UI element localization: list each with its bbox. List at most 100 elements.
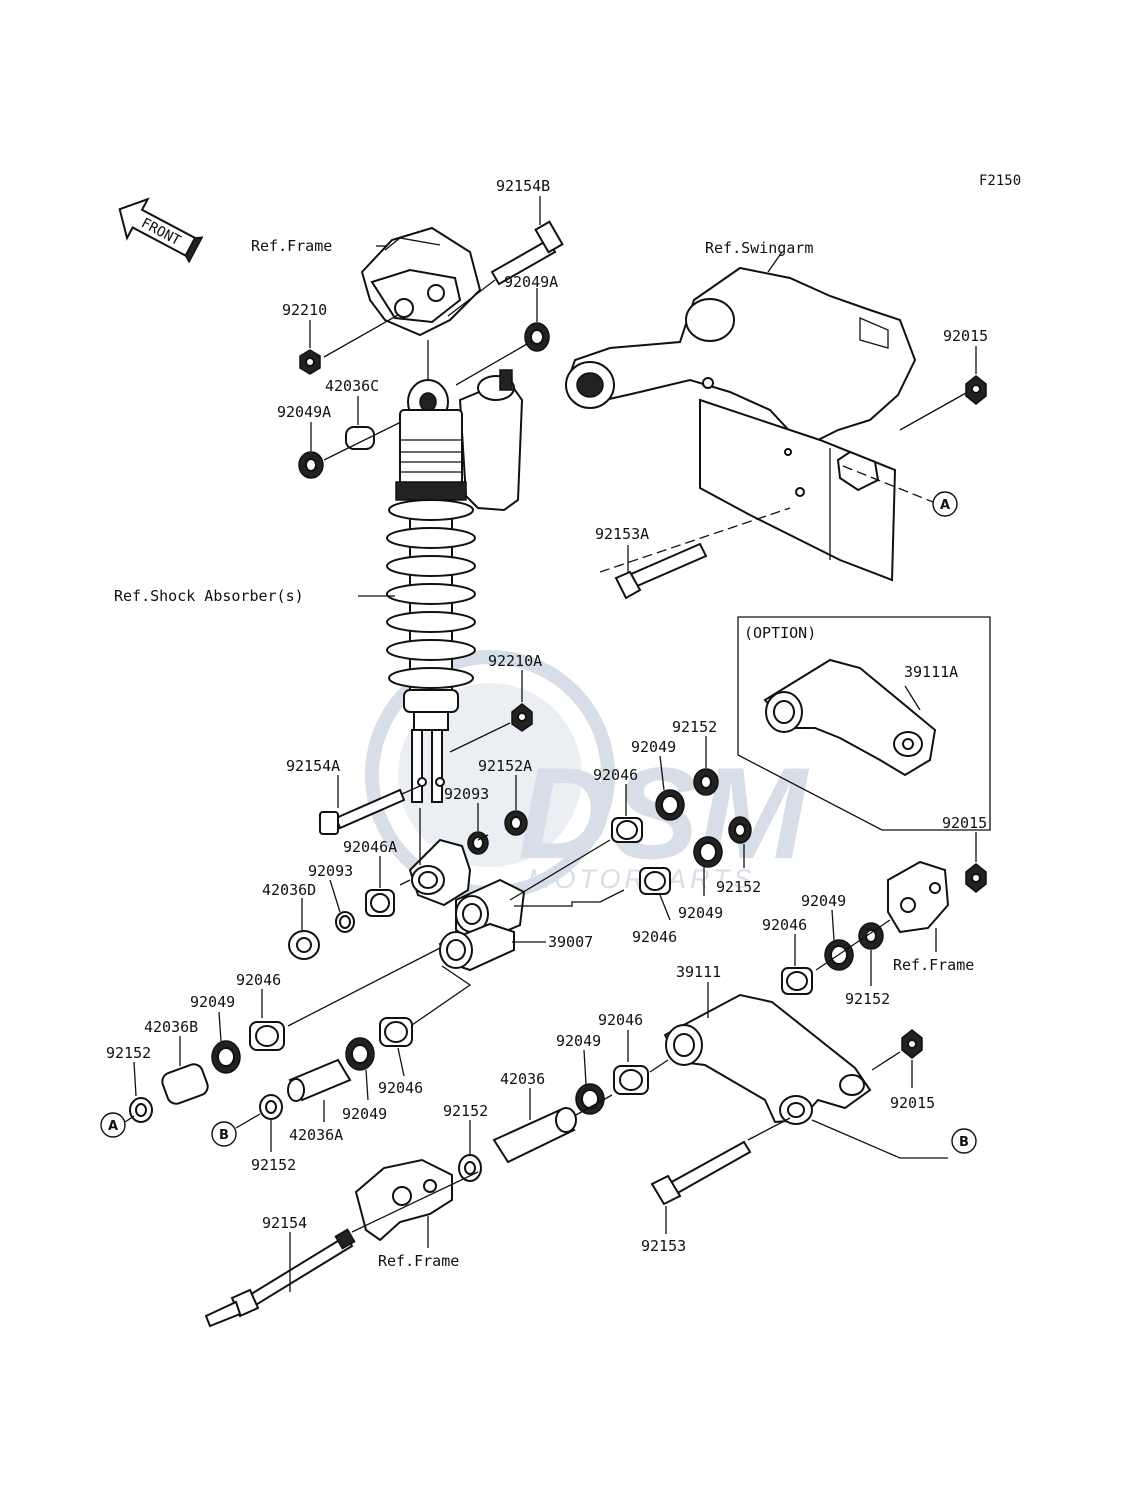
label-ref-frame-right: Ref.Frame bbox=[893, 956, 974, 974]
bearing-92046-mid bbox=[611, 817, 643, 843]
label-42036C: 42036C bbox=[325, 377, 379, 395]
bearing-92046-cb bbox=[613, 1065, 649, 1095]
label-92210A: 92210A bbox=[488, 652, 542, 670]
washer-92049A-left bbox=[298, 451, 324, 479]
sleeve-42036B bbox=[161, 1063, 209, 1105]
svg-text:A: A bbox=[108, 1119, 118, 1134]
label-92049-r: 92049 bbox=[801, 892, 846, 910]
bolt-92154B bbox=[490, 220, 564, 286]
washer-92152-mid bbox=[693, 768, 719, 796]
label-ref-shock-absorber: Ref.Shock Absorber(s) bbox=[114, 587, 304, 605]
label-42036A: 42036A bbox=[289, 1126, 343, 1144]
ref-marker-a-left: A bbox=[100, 1112, 126, 1138]
front-direction-arrow: FRONT bbox=[118, 197, 204, 264]
label-39111: 39111 bbox=[676, 963, 721, 981]
nut-92015-bottom bbox=[901, 1029, 923, 1059]
washer-92049A-top bbox=[524, 322, 550, 352]
label-92154: 92154 bbox=[262, 1214, 307, 1232]
seal-92049-mid2 bbox=[693, 836, 723, 868]
label-42036: 42036 bbox=[500, 1070, 545, 1088]
swingarm bbox=[565, 266, 917, 582]
collar-42036C bbox=[345, 426, 375, 450]
collar-42036D bbox=[288, 930, 320, 960]
washer-92152-lb bbox=[259, 1094, 283, 1120]
label-92046A: 92046A bbox=[343, 838, 397, 856]
label-92152-r: 92152 bbox=[845, 990, 890, 1008]
seal-92049-l bbox=[211, 1040, 241, 1074]
bolt-92153A bbox=[614, 542, 708, 600]
bearing-92046-c bbox=[639, 867, 671, 895]
nut-92015-right bbox=[965, 863, 987, 893]
label-92154A: 92154A bbox=[286, 757, 340, 775]
label-39007: 39007 bbox=[548, 933, 593, 951]
label-92049A-left: 92049A bbox=[277, 403, 331, 421]
bearing-92046-r bbox=[781, 967, 813, 995]
frame-bracket-bottom bbox=[354, 1158, 453, 1242]
shock-absorber bbox=[386, 369, 524, 803]
washer-92152-cb bbox=[458, 1154, 482, 1182]
seal-92049-cb bbox=[575, 1083, 605, 1115]
washer-92152-mid2 bbox=[728, 816, 752, 844]
label-92046-cb: 92046 bbox=[598, 1011, 643, 1029]
seal-92049-lc bbox=[345, 1037, 375, 1071]
washer-92152A bbox=[504, 810, 528, 836]
label-92046-lc: 92046 bbox=[378, 1079, 423, 1097]
rocker-arm-39007 bbox=[408, 838, 526, 972]
seal-92093-a bbox=[467, 831, 489, 855]
ref-marker-b-left: B bbox=[211, 1121, 237, 1147]
label-42036D: 42036D bbox=[262, 881, 316, 899]
label-92152-mid2: 92152 bbox=[716, 878, 761, 896]
label-92154B: 92154B bbox=[496, 177, 550, 195]
ref-marker-b-right: B bbox=[951, 1128, 977, 1154]
label-92049-mid2: 92049 bbox=[678, 904, 723, 922]
label-92153: 92153 bbox=[641, 1237, 686, 1255]
label-92152-cb: 92152 bbox=[443, 1102, 488, 1120]
label-92049A-top: 92049A bbox=[504, 273, 558, 291]
nut-92210 bbox=[299, 349, 321, 375]
label-92153A: 92153A bbox=[595, 525, 649, 543]
nut-92210A bbox=[511, 703, 533, 732]
frame-bracket-right bbox=[887, 860, 950, 934]
label-92015-right: 92015 bbox=[942, 814, 987, 832]
svg-text:B: B bbox=[959, 1135, 969, 1150]
washer-92152-l bbox=[129, 1097, 153, 1123]
link-39111 bbox=[663, 993, 872, 1125]
svg-text:A: A bbox=[940, 498, 950, 513]
label-ref-frame-bottom: Ref.Frame bbox=[378, 1252, 459, 1270]
figure-code: F2150 bbox=[979, 173, 1021, 189]
label-42036B: 42036B bbox=[144, 1018, 198, 1036]
seal-92049-mid bbox=[655, 789, 685, 821]
label-ref-swingarm: Ref.Swingarm bbox=[705, 239, 813, 257]
label-92015-bottom: 92015 bbox=[890, 1094, 935, 1112]
label-92015-top: 92015 bbox=[943, 327, 988, 345]
option-link-39111A bbox=[763, 658, 937, 777]
label-92046-l: 92046 bbox=[236, 971, 281, 989]
option-title: (OPTION) bbox=[744, 624, 816, 642]
label-92152-mid: 92152 bbox=[672, 718, 717, 736]
label-92049-lc: 92049 bbox=[342, 1105, 387, 1123]
label-92049-l: 92049 bbox=[190, 993, 235, 1011]
sleeve-42036A bbox=[287, 1058, 352, 1102]
shaft-92154 bbox=[204, 1228, 356, 1328]
bolt-92154A bbox=[319, 788, 406, 835]
label-92093-a: 92093 bbox=[444, 785, 489, 803]
sleeve-42036 bbox=[492, 1107, 577, 1164]
bearing-92046-lc bbox=[379, 1017, 413, 1047]
label-92152A: 92152A bbox=[478, 757, 532, 775]
bolt-92153 bbox=[650, 1140, 752, 1206]
label-92049-cb: 92049 bbox=[556, 1032, 601, 1050]
svg-text:B: B bbox=[219, 1128, 229, 1143]
label-92152-l: 92152 bbox=[106, 1044, 151, 1062]
label-92046-r: 92046 bbox=[762, 916, 807, 934]
seal-92093-b bbox=[335, 911, 355, 933]
label-92093-b: 92093 bbox=[308, 862, 353, 880]
ref-marker-a-swingarm: A bbox=[932, 491, 958, 517]
label-92049-mid: 92049 bbox=[631, 738, 676, 756]
bearing-92046A bbox=[365, 889, 395, 917]
option-box: (OPTION) 39111A bbox=[737, 616, 991, 831]
bearing-92046-l bbox=[249, 1021, 285, 1051]
label-92210: 92210 bbox=[282, 301, 327, 319]
label-39111A: 39111A bbox=[904, 663, 958, 681]
label-92046-c: 92046 bbox=[632, 928, 677, 946]
